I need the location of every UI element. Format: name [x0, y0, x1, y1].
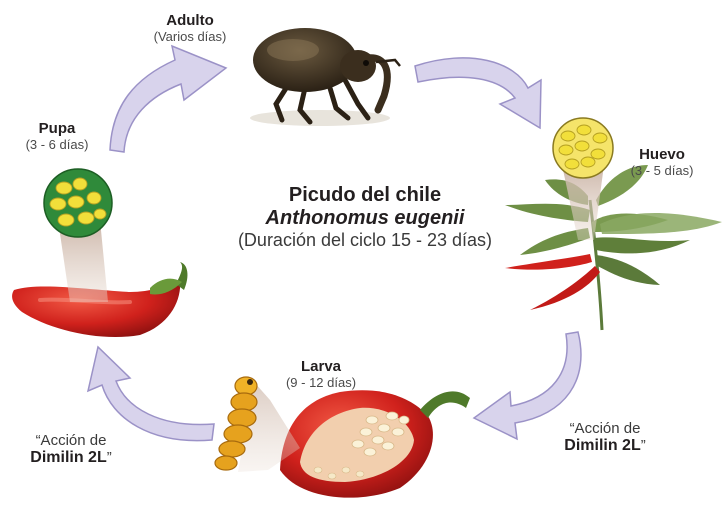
- stage-adulto-label: Adulto (Varios días): [135, 12, 245, 44]
- stage-pupa-duration: (3 - 6 días): [25, 137, 89, 152]
- action-right-product: Dimilin 2L: [564, 437, 641, 454]
- cut-pepper-icon: [280, 390, 470, 498]
- stage-huevo-label: Huevo (3 - 5 días): [612, 146, 712, 178]
- arrow-pupa-to-adulto: [109, 44, 228, 153]
- action-label-right: “Acción de Dimilin 2L”: [540, 420, 670, 455]
- stage-larva-label: Larva (9 - 12 días): [266, 358, 376, 390]
- stage-pupa-label: Pupa (3 - 6 días): [2, 120, 112, 152]
- chili-plant-icon: [505, 165, 722, 331]
- diagram-title: Picudo del chile: [288, 184, 442, 206]
- stage-larva-name: Larva: [300, 358, 342, 375]
- stage-adulto-name: Adulto: [166, 12, 214, 29]
- larva-icon: [214, 376, 300, 472]
- stage-pupa-name: Pupa: [38, 120, 76, 137]
- cycle-arrows: [86, 44, 582, 442]
- action-right-suffix: ”: [640, 437, 646, 454]
- center-title-block: Picudo del chile Anthonomus eugenii (Dur…: [170, 184, 560, 251]
- stage-adulto-duration: (Varios días): [153, 29, 227, 44]
- stage-huevo-name: Huevo: [639, 146, 685, 163]
- adult-weevil-icon: [250, 28, 401, 126]
- stage-larva-duration: (9 - 12 días): [285, 375, 357, 390]
- action-left-suffix: ”: [106, 449, 112, 466]
- action-label-left: “Acción de Dimilin 2L”: [6, 432, 136, 467]
- action-left-product: Dimilin 2L: [30, 449, 107, 466]
- action-right-prefix: “Acción de: [569, 420, 641, 437]
- arrow-larva-to-pupa: [86, 345, 215, 442]
- stage-huevo-duration: (3 - 5 días): [630, 163, 694, 178]
- pupa-cluster-icon: [43, 168, 113, 302]
- action-left-prefix: “Acción de: [35, 432, 107, 449]
- species-name: Anthonomus eugenii: [265, 207, 465, 229]
- arrow-huevo-to-larva: [472, 331, 582, 441]
- cycle-duration: (Duración del ciclo 15 - 23 días): [237, 230, 493, 250]
- arrow-adulto-to-huevo: [414, 57, 542, 130]
- egg-cluster-icon: [552, 117, 614, 240]
